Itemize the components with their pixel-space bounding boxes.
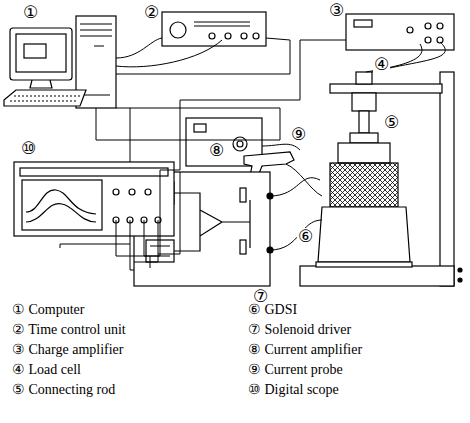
digital-scope [14,162,174,236]
time-control-unit [162,12,266,46]
callout-number: ⑨ [290,126,307,143]
callout-number: ③ [328,2,345,19]
wires [60,38,445,270]
callout-number: ④ [373,56,390,73]
key-entry: ⑨ Current probe [248,362,343,377]
key-entry: ② Time control unit [12,322,126,337]
callout-number: ① [22,4,39,21]
key-entry: ③ Charge amplifier [12,342,124,357]
charge-amplifier [346,14,454,50]
test-stand [300,72,462,286]
key-entry: ⑧ Current amplifier [248,342,362,357]
callout-number: ② [143,4,160,21]
key-entry: ④ Load cell [12,362,81,377]
key-entry: ⑦ Solenoid driver [248,322,351,337]
key-entry: ⑥ GDSI [248,302,297,317]
key-entry: ⑩ Digital scope [248,382,339,397]
computer [4,16,116,108]
key-entry: ① Computer [12,302,85,317]
callout-number: ⑧ [208,142,225,159]
callout-number: ⑥ [297,228,314,245]
key-entry: ⑤ Connecting rod [12,382,115,397]
callout-number: ⑤ [383,114,400,131]
callout-number: ⑩ [20,140,37,157]
